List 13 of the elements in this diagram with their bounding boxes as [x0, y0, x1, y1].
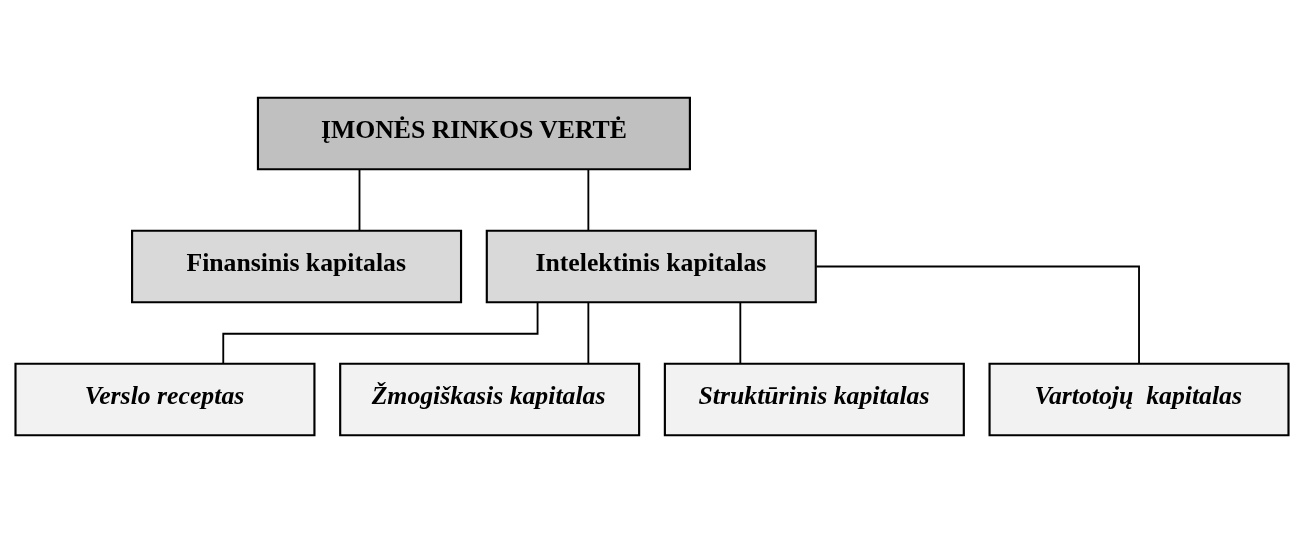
- connector: [815, 265, 1140, 365]
- connector: [587, 301, 590, 365]
- connector: [587, 168, 590, 232]
- connector: [739, 301, 742, 365]
- node-box: Intelektinis kapitalas: [485, 229, 817, 304]
- connector: [222, 301, 539, 365]
- node-box: Vartotojų kapitalas: [988, 362, 1290, 437]
- node-box: Finansinis kapitalas: [131, 229, 463, 304]
- node-box: Struktūrinis kapitalas: [663, 362, 965, 437]
- node-box: Žmogiškasis kapitalas: [339, 362, 641, 437]
- node-box: Verslo receptas: [14, 362, 316, 437]
- node-box: ĮMONĖS RINKOS VERTĖ: [256, 96, 691, 171]
- connector: [358, 168, 361, 232]
